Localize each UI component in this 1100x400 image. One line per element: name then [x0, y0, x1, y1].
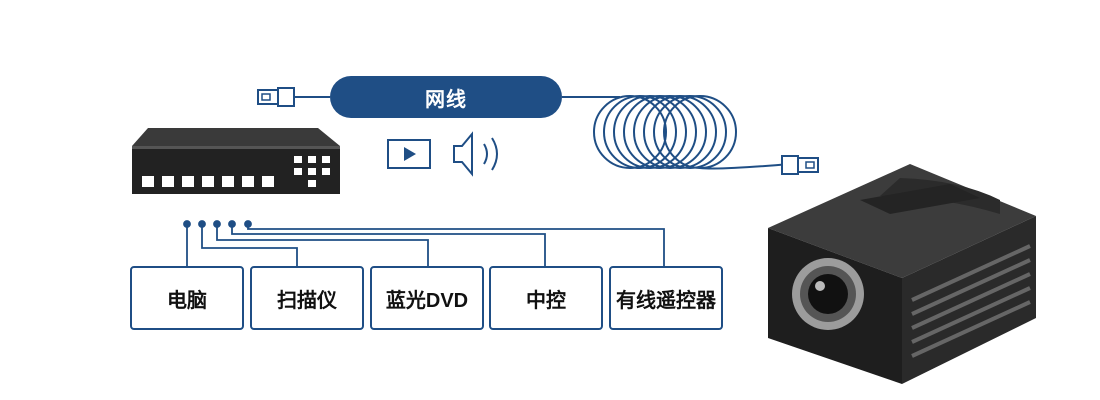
connection-lines — [183, 220, 665, 266]
network-cable-label: 网线 — [330, 76, 562, 118]
video-play-icon — [387, 139, 431, 169]
device-box-bluray-dvd: 蓝光DVD — [370, 266, 484, 330]
device-box-wired-remote: 有线遥控器 — [609, 266, 723, 330]
ethernet-plug-right-icon — [781, 155, 819, 175]
speaker-icon — [453, 131, 498, 177]
device-box-scanner: 扫描仪 — [250, 266, 364, 330]
projector-icon — [768, 164, 1036, 384]
device-box-central-control: 中控 — [489, 266, 603, 330]
av-switcher-icon — [132, 128, 340, 194]
ethernet-plug-left-icon — [257, 87, 330, 107]
coiled-cable-icon — [593, 95, 791, 170]
device-box-computer: 电脑 — [130, 266, 244, 330]
